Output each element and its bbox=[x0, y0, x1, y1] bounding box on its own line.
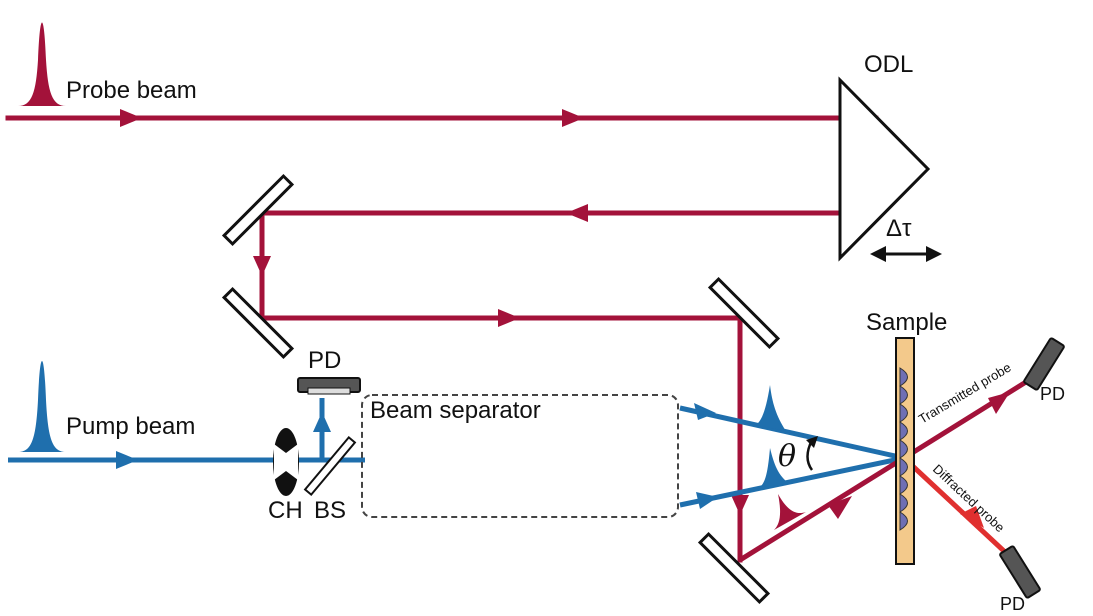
odl-label: ODL bbox=[864, 51, 913, 78]
probe-to-sample bbox=[738, 455, 906, 563]
transmitted-probe-beam bbox=[902, 369, 1044, 461]
beam-separator-box bbox=[361, 394, 679, 518]
beam-separator-label: Beam separator bbox=[370, 397, 541, 424]
pump-pulse-upper bbox=[756, 385, 786, 431]
theta-arc-arrowhead bbox=[806, 436, 818, 448]
diffracted-arrow bbox=[960, 506, 984, 528]
mirror-upper-right bbox=[707, 276, 781, 350]
mirror-mid-left bbox=[221, 286, 295, 360]
diffracted-probe-beam bbox=[902, 456, 1022, 568]
probe-to-sample-arrow bbox=[828, 496, 852, 519]
sample-grating bbox=[899, 367, 908, 531]
beam-splitter bbox=[303, 435, 357, 497]
bs-label: BS bbox=[314, 497, 346, 524]
odl-prism bbox=[838, 76, 931, 262]
pump-arrows bbox=[116, 403, 718, 509]
delay-double-arrow-icon bbox=[870, 246, 942, 262]
pd-diffracted-label: PD bbox=[1000, 594, 1025, 614]
mirror-top-left bbox=[221, 173, 295, 247]
pd-top-detector bbox=[297, 377, 361, 395]
probe-arrows bbox=[120, 109, 749, 515]
pd-diffracted-detector bbox=[999, 545, 1041, 599]
pd-transmitted-detector bbox=[1023, 337, 1065, 391]
pump-pulse-lower bbox=[760, 448, 790, 487]
pd-top-label: PD bbox=[308, 347, 341, 374]
transmitted-probe-label: Transmitted probe bbox=[916, 360, 1014, 427]
transmitted-arrow bbox=[988, 392, 1010, 414]
mirror-lower-right bbox=[697, 531, 771, 605]
ch-label: CH bbox=[268, 497, 303, 524]
chopper-icon bbox=[273, 428, 299, 496]
probe-beam-path bbox=[5, 115, 845, 563]
diffracted-probe-label: Diffracted probe bbox=[930, 461, 1008, 535]
probe-beam-label: Probe beam bbox=[66, 77, 197, 104]
delay-label: Δτ bbox=[886, 215, 912, 242]
pump-beam-label: Pump beam bbox=[66, 413, 195, 440]
pump-pulse-shape bbox=[18, 361, 66, 452]
probe-pulse-near-sample bbox=[774, 494, 806, 530]
sample bbox=[895, 337, 915, 565]
pd-transmitted-label: PD bbox=[1040, 384, 1065, 404]
theta-label: θ bbox=[778, 439, 796, 474]
sample-label: Sample bbox=[866, 309, 947, 336]
probe-pulse-shape bbox=[18, 22, 66, 106]
